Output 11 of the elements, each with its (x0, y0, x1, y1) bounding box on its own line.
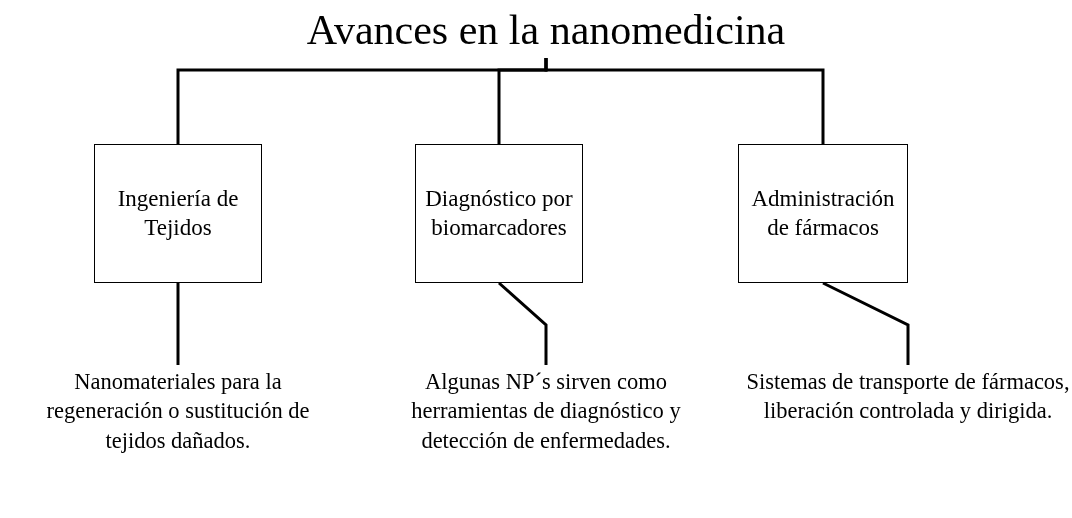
description-text: Nanomateriales para la regeneración o sustitución de tejidos dañados. (45, 368, 311, 455)
description-text: Algunas NP´s sirven como herramientas de diagnóstico y detección de enfermedades. (410, 368, 682, 455)
description-text: Sistemas de transporte de fármacos, liberación controlada y dirigida. (745, 368, 1071, 426)
category-box: Administración de fármacos (738, 144, 908, 283)
connector-line (544, 58, 825, 144)
connector-line (498, 281, 548, 365)
connector-line (822, 281, 910, 365)
title-text: Avances en la nanomedicina (306, 6, 786, 54)
category-box: Ingeniería de Tejidos (94, 144, 262, 283)
connector-line (176, 283, 180, 365)
category-box: Diagnóstico por biomarcadores (415, 144, 583, 283)
